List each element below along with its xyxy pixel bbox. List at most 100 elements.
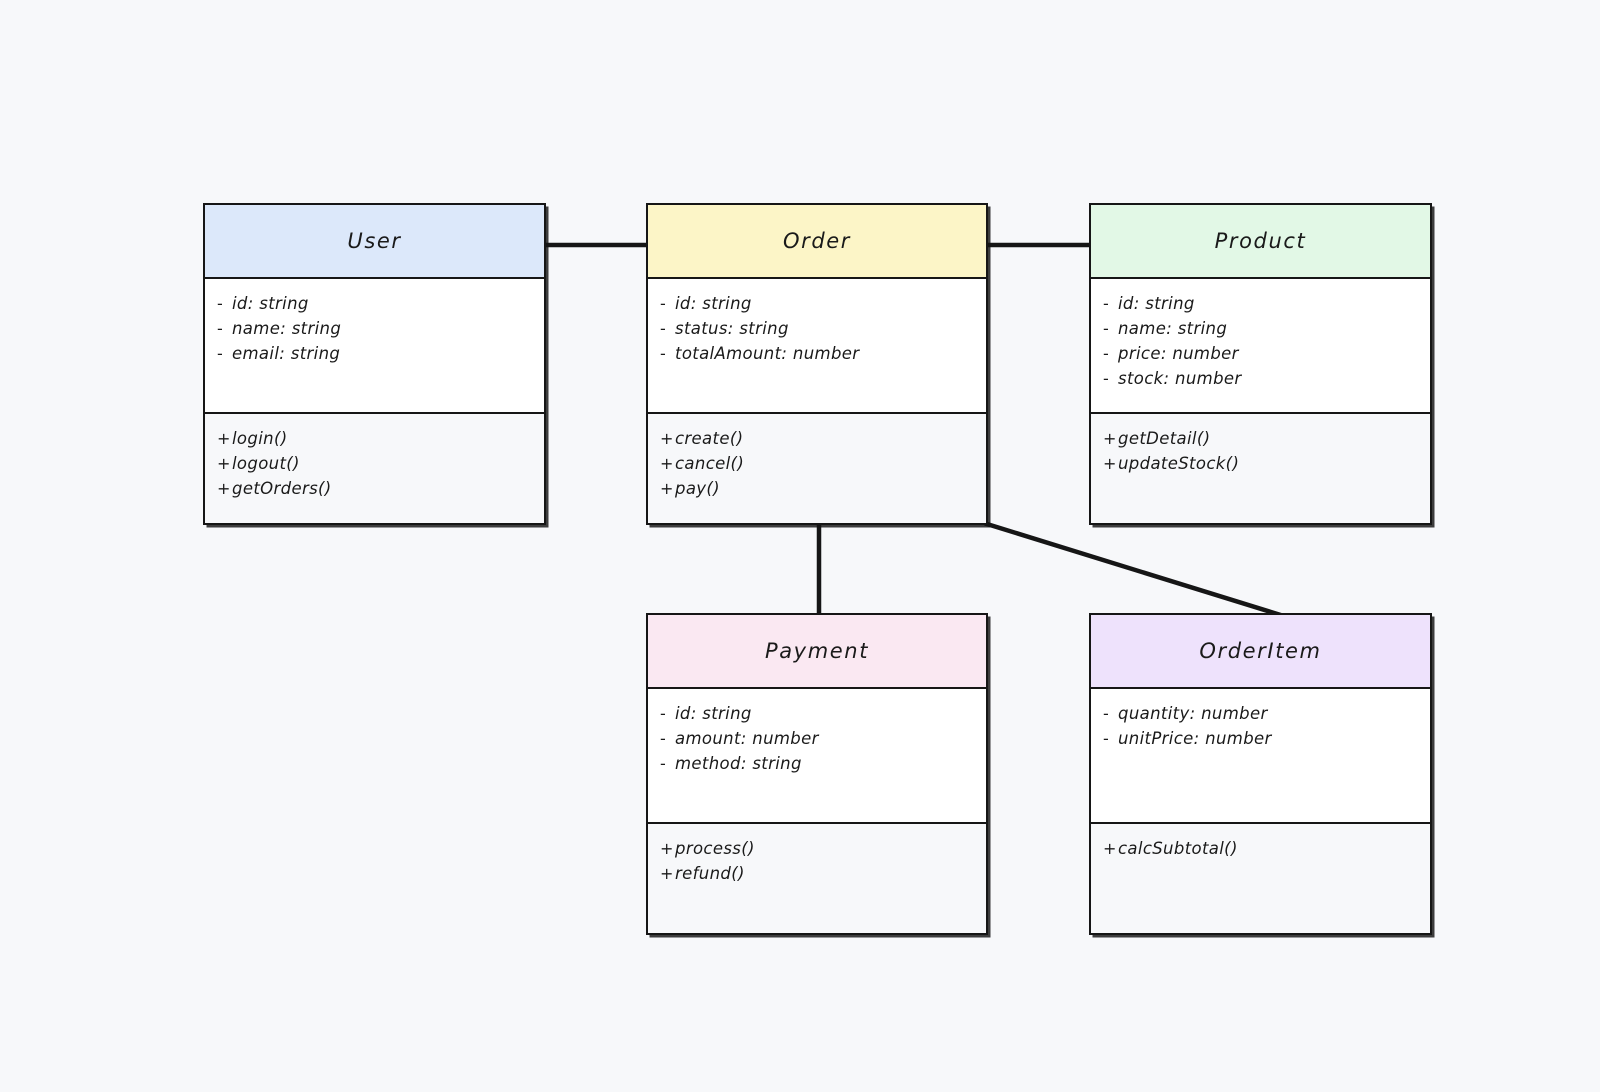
attribute-row: - name: string (1103, 316, 1430, 341)
method-row: + create() (660, 426, 986, 451)
method-label: create() (675, 429, 744, 448)
method-label: getOrders() (232, 479, 332, 498)
method-row: + updateStock() (1103, 451, 1430, 476)
attribute-label: amount: number (675, 729, 819, 748)
method-label: pay() (675, 479, 720, 498)
visibility-marker: - (660, 754, 666, 773)
methods-section-order: + create() + cancel() + pay() (648, 414, 986, 523)
visibility-marker: - (1103, 319, 1109, 338)
class-box-user[interactable]: User - id: string - name: string - email… (203, 203, 546, 525)
methods-section-payment: + process() + refund() (648, 824, 986, 933)
visibility-marker: + (660, 479, 674, 498)
method-row: + pay() (660, 476, 986, 501)
method-row: + calcSubtotal() (1103, 836, 1430, 861)
visibility-marker: + (217, 479, 231, 498)
visibility-marker: - (1103, 729, 1109, 748)
class-header-orderitem: OrderItem (1091, 615, 1430, 689)
attribute-row: - price: number (1103, 341, 1430, 366)
visibility-marker: - (217, 344, 223, 363)
method-label: updateStock() (1118, 454, 1240, 473)
visibility-marker: - (1103, 344, 1109, 363)
attributes-section-product: - id: string - name: string - price: num… (1091, 279, 1430, 414)
visibility-marker: + (217, 429, 231, 448)
method-row: + process() (660, 836, 986, 861)
method-label: cancel() (675, 454, 745, 473)
method-label: logout() (232, 454, 300, 473)
visibility-marker: + (1103, 839, 1117, 858)
attribute-row: - name: string (217, 316, 544, 341)
visibility-marker: + (217, 454, 231, 473)
attribute-row: - stock: number (1103, 366, 1430, 391)
attribute-label: method: string (675, 754, 802, 773)
class-box-payment[interactable]: Payment - id: string - amount: number - … (646, 613, 988, 935)
attribute-row: - email: string (217, 341, 544, 366)
class-title-product: Product (1214, 229, 1307, 253)
attribute-row: - id: string (660, 701, 986, 726)
class-title-user: User (347, 229, 402, 253)
method-row: + login() (217, 426, 544, 451)
attribute-row: - id: string (1103, 291, 1430, 316)
visibility-marker: - (217, 294, 223, 313)
attribute-label: id: string (675, 294, 752, 313)
attribute-label: name: string (1118, 319, 1228, 338)
visibility-marker: - (1103, 704, 1109, 723)
attribute-label: name: string (232, 319, 342, 338)
class-title-order: Order (782, 229, 852, 253)
visibility-marker: + (660, 454, 674, 473)
visibility-marker: - (660, 704, 666, 723)
attributes-section-user: - id: string - name: string - email: str… (205, 279, 544, 414)
attribute-label: unitPrice: number (1118, 729, 1272, 748)
visibility-marker: - (660, 344, 666, 363)
visibility-marker: + (660, 839, 674, 858)
visibility-marker: - (1103, 294, 1109, 313)
method-row: + getDetail() (1103, 426, 1430, 451)
method-label: process() (675, 839, 755, 858)
edge-order-orderitem[interactable] (984, 521, 1290, 620)
attribute-label: quantity: number (1118, 704, 1268, 723)
method-label: calcSubtotal() (1118, 839, 1238, 858)
method-label: getDetail() (1118, 429, 1211, 448)
class-title-orderitem: OrderItem (1199, 639, 1322, 663)
attribute-label: id: string (232, 294, 309, 313)
attribute-row: - amount: number (660, 726, 986, 751)
attribute-row: - quantity: number (1103, 701, 1430, 726)
method-row: + logout() (217, 451, 544, 476)
method-row: + cancel() (660, 451, 986, 476)
attributes-section-payment: - id: string - amount: number - method: … (648, 689, 986, 824)
class-header-user: User (205, 205, 544, 279)
attribute-label: email: string (232, 344, 341, 363)
class-box-orderitem[interactable]: OrderItem - quantity: number - unitPrice… (1089, 613, 1432, 935)
methods-section-user: + login() + logout() + getOrders() (205, 414, 544, 523)
attribute-row: - totalAmount: number (660, 341, 986, 366)
visibility-marker: - (660, 729, 666, 748)
visibility-marker: - (660, 294, 666, 313)
attribute-row: - status: string (660, 316, 986, 341)
attribute-row: - unitPrice: number (1103, 726, 1430, 751)
methods-section-orderitem: + calcSubtotal() (1091, 824, 1430, 933)
method-label: refund() (675, 864, 745, 883)
attribute-label: totalAmount: number (675, 344, 860, 363)
class-box-order[interactable]: Order - id: string - status: string - to… (646, 203, 988, 525)
attribute-label: stock: number (1118, 369, 1242, 388)
attribute-row: - id: string (217, 291, 544, 316)
attributes-section-orderitem: - quantity: number - unitPrice: number (1091, 689, 1430, 824)
class-header-payment: Payment (648, 615, 986, 689)
attribute-label: price: number (1118, 344, 1239, 363)
visibility-marker: - (217, 319, 223, 338)
method-row: + getOrders() (217, 476, 544, 501)
method-label: login() (232, 429, 288, 448)
methods-section-product: + getDetail() + updateStock() (1091, 414, 1430, 523)
class-header-order: Order (648, 205, 986, 279)
visibility-marker: + (1103, 429, 1117, 448)
attribute-row: - method: string (660, 751, 986, 776)
visibility-marker: + (1103, 454, 1117, 473)
attributes-section-order: - id: string - status: string - totalAmo… (648, 279, 986, 414)
method-row: + refund() (660, 861, 986, 886)
visibility-marker: + (660, 429, 674, 448)
visibility-marker: - (1103, 369, 1109, 388)
visibility-marker: + (660, 864, 674, 883)
attribute-label: status: string (675, 319, 789, 338)
class-box-product[interactable]: Product - id: string - name: string - pr… (1089, 203, 1432, 525)
attribute-row: - id: string (660, 291, 986, 316)
attribute-label: id: string (675, 704, 752, 723)
